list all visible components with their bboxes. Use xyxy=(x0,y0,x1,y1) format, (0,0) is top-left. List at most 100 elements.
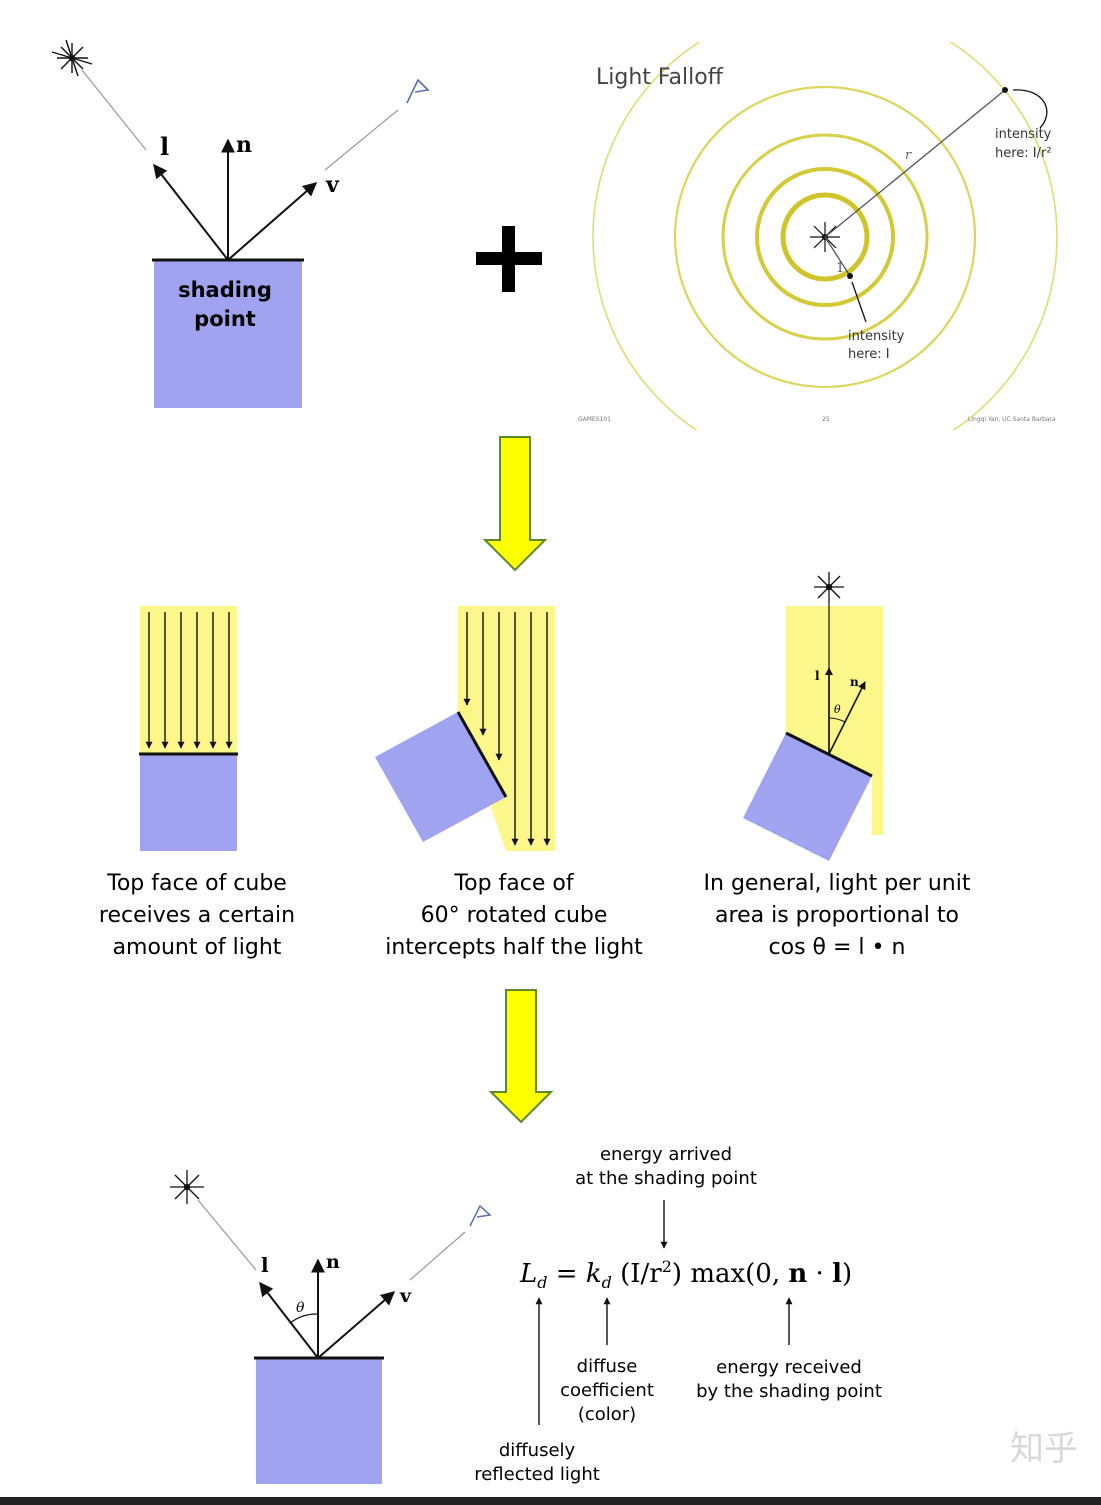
down-arrow-2 xyxy=(488,989,554,1124)
light-ray-line xyxy=(81,69,147,151)
diffusely-line-1: diffusely xyxy=(499,1440,576,1461)
falloff-ring-4 xyxy=(673,85,977,389)
diffuse-formula: Ld = kd (I/r2) max(0, n · l) xyxy=(519,1257,852,1292)
label-theta-3: θ xyxy=(834,703,841,716)
one-label: 1 xyxy=(836,261,844,276)
view-ray-line xyxy=(324,109,399,171)
light-beam-3 xyxy=(786,606,883,835)
light-source-3-icon xyxy=(814,572,844,602)
outer-point xyxy=(1002,87,1008,93)
energy-received-line-2: by the shading point xyxy=(696,1381,882,1402)
falloff-title: Light Falloff xyxy=(596,65,724,90)
cube-3-rotated xyxy=(743,733,872,861)
formula-kd: k xyxy=(586,1259,602,1289)
shading-point-label-2: point xyxy=(194,307,256,331)
formula-lhs: L xyxy=(519,1259,537,1289)
plus-sign xyxy=(476,226,542,292)
energy-arrived-line-2: at the shading point xyxy=(575,1168,757,1189)
vector-v-label: v xyxy=(325,172,340,198)
energy-received-line-1: energy received xyxy=(716,1357,862,1378)
footer-right: Lingqi Yan, UC Santa Barbara xyxy=(968,416,1056,423)
down-arrow-1 xyxy=(482,436,548,572)
inner-note-line-2: here: I xyxy=(848,347,890,362)
caption-3-line-3: cos θ = l • n xyxy=(769,935,906,960)
outer-note-line-1: intensity xyxy=(995,127,1052,142)
inner-point xyxy=(847,273,853,279)
vector-n-3 xyxy=(828,681,866,755)
outer-note-line-2: here: I/r² xyxy=(995,146,1052,161)
unit-radius-line xyxy=(824,236,851,277)
top-shading-diagram: l n v shading point xyxy=(51,39,430,408)
inner-note-line-1: intensity xyxy=(848,329,905,344)
light-falloff-panel: Light Falloff r 1 intensity here: I/r² i… xyxy=(570,42,1085,430)
vector-v-arrow xyxy=(227,182,318,261)
eye-icon xyxy=(406,78,430,104)
shading-point-box xyxy=(154,260,302,408)
light-source-icon xyxy=(51,39,93,77)
vector-n-label: n xyxy=(236,132,252,158)
cube-panel-1 xyxy=(139,606,238,851)
caption-1-line-2: receives a certain xyxy=(99,903,295,928)
outer-note-pointer xyxy=(1012,89,1048,129)
formula-l: l xyxy=(832,1259,842,1289)
vector-v-bottom xyxy=(317,1291,396,1359)
cube-2-top-face xyxy=(456,711,508,798)
diffusely-line-2: reflected light xyxy=(474,1464,600,1485)
formula-dot: · xyxy=(807,1259,832,1289)
cube-3-top-face xyxy=(785,731,873,778)
vector-l-arrow xyxy=(153,163,229,261)
theta-arc-bottom xyxy=(289,1313,319,1324)
r-label: r xyxy=(905,148,912,163)
light-ray-bottom xyxy=(197,1199,257,1271)
shading-point-box-bottom xyxy=(256,1358,382,1484)
falloff-ring-2 xyxy=(755,167,895,307)
diffuse-coef-line-1: diffuse xyxy=(577,1356,638,1377)
formula-paren: (I/r xyxy=(612,1259,662,1289)
vector-l-bottom xyxy=(259,1281,319,1359)
footer-left: GAMES101 xyxy=(578,416,611,423)
diffuse-coef-line-3: (color) xyxy=(578,1404,636,1425)
formula-n: n xyxy=(788,1259,807,1289)
caption-1-line-3: amount of light xyxy=(113,935,282,960)
radius-line xyxy=(824,89,1006,238)
bottom-edge-strip xyxy=(0,1497,1101,1505)
theta-label-bottom: θ xyxy=(296,1300,305,1316)
label-n-3: n xyxy=(850,675,859,689)
inner-note-pointer xyxy=(851,281,867,323)
formula-kd-sub: d xyxy=(602,1273,612,1292)
falloff-ring-5 xyxy=(592,42,1058,430)
caption-2-line-2: 60° rotated cube xyxy=(421,903,608,928)
falloff-ring-3 xyxy=(721,133,929,341)
vector-l-label: l xyxy=(160,132,169,161)
falloff-ring-1 xyxy=(780,192,870,282)
eye-bottom-icon xyxy=(469,1204,492,1227)
vector-l-label-bottom: l xyxy=(261,1253,269,1277)
cube-panel-3: l n θ xyxy=(743,572,883,861)
vector-n-label-bottom: n xyxy=(326,1251,340,1273)
caption-2-line-3: intercepts half the light xyxy=(385,935,643,960)
caption-3-line-2: area is proportional to xyxy=(715,903,959,928)
theta-arc-3 xyxy=(828,717,846,723)
shading-point-label-1: shading xyxy=(178,278,272,302)
bottom-shading-diagram: θ l n v xyxy=(170,1170,492,1484)
caption-1-line-1: Top face of cube xyxy=(106,871,287,896)
caption-3-line-1: In general, light per unit xyxy=(704,871,971,896)
light-source-bottom-icon xyxy=(170,1170,204,1204)
formula-paren-close: ) max(0, xyxy=(672,1259,788,1289)
view-ray-bottom xyxy=(409,1231,466,1281)
watermark: 知乎 xyxy=(1010,1429,1078,1469)
diffuse-coef-line-2: coefficient xyxy=(560,1380,654,1401)
formula-close: ) xyxy=(842,1259,852,1289)
cube-panel-2 xyxy=(375,606,555,851)
formula-eq: = xyxy=(548,1259,586,1289)
caption-2-line-1: Top face of xyxy=(453,871,574,896)
vector-v-label-bottom: v xyxy=(399,1285,412,1307)
formula-sq: 2 xyxy=(662,1257,672,1276)
energy-arrived-line-1: energy arrived xyxy=(600,1144,732,1165)
cube-1 xyxy=(140,754,237,851)
light-beam-1 xyxy=(140,606,237,754)
formula-lhs-sub: d xyxy=(537,1273,547,1292)
label-l-3: l xyxy=(815,669,820,683)
footer-page: 25 xyxy=(822,416,830,423)
